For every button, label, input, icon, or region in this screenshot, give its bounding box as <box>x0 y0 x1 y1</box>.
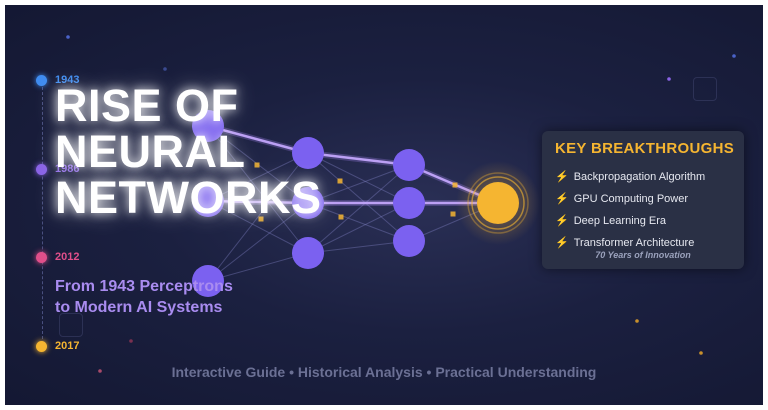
neuron-node-icon <box>192 265 224 297</box>
signal-particles <box>66 35 736 373</box>
timeline-year: 1986 <box>55 163 80 175</box>
neuron-node-icon <box>292 137 324 169</box>
neuron-node-icon <box>192 110 224 142</box>
timeline-year: 1943 <box>55 74 80 86</box>
subtitle-line: to Modern AI Systems <box>55 299 223 316</box>
list-item-label: Backpropagation Algorithm <box>573 171 706 183</box>
network-edge <box>307 240 410 254</box>
network-nodes <box>192 110 540 297</box>
network-edge <box>307 164 410 204</box>
signal-particle <box>254 162 260 168</box>
list-item-label: GPU Computing Power <box>573 193 689 205</box>
network-edge <box>207 252 309 282</box>
title-line: NETWORKS <box>55 172 322 223</box>
neuron-node-icon <box>292 187 324 219</box>
network-edge <box>207 125 309 254</box>
signal-particle <box>452 182 458 188</box>
signal-particle <box>258 216 264 222</box>
bolt-icon: ⚡ <box>555 237 569 249</box>
output-ring <box>467 172 529 234</box>
subtitle: From 1943 Perceptrons to Modern AI Syste… <box>55 276 233 318</box>
list-item: ⚡ Transformer Architecture <box>555 232 705 254</box>
timeline-year: 2017 <box>55 340 80 352</box>
panel-title: KEY BREAKTHROUGHS <box>555 140 735 157</box>
network-edge <box>207 152 309 282</box>
neuron-node-icon <box>393 149 425 181</box>
neuron-node-icon <box>192 185 224 217</box>
signal-particle <box>450 211 456 217</box>
timeline-line <box>42 87 43 349</box>
signal-particle <box>338 214 344 220</box>
background-star <box>129 339 133 343</box>
timeline-item-1986: 1986 <box>36 163 79 175</box>
background-star <box>98 369 102 373</box>
background-star <box>667 77 671 81</box>
bolt-icon: ⚡ <box>555 171 569 183</box>
hero-banner: 1943 1986 2012 2017 RISE OF NEURAL NETWO… <box>5 5 763 405</box>
background-star <box>699 351 703 355</box>
timeline-item-1943: 1943 <box>36 74 79 86</box>
signal-particle <box>337 178 343 184</box>
active-edge <box>307 151 410 167</box>
list-item: ⚡ Deep Learning Era <box>555 210 705 232</box>
neuron-node-icon <box>393 225 425 257</box>
subtitle-line: From 1943 Perceptrons <box>55 278 233 295</box>
bolt-icon: ⚡ <box>555 215 569 227</box>
decorative-square <box>693 77 717 101</box>
title-line: RISE OF <box>55 80 239 131</box>
background-star <box>732 54 736 58</box>
list-item: ⚡ GPU Computing Power <box>555 188 705 210</box>
neural-network-diagram <box>66 35 736 373</box>
timeline-year: 2012 <box>55 251 80 263</box>
network-edge <box>207 202 309 282</box>
decorative-square <box>59 313 83 337</box>
tagline: Interactive Guide • Historical Analysis … <box>171 364 597 380</box>
timeline-dot-icon <box>36 74 47 86</box>
network-edge <box>207 152 309 202</box>
network-edge <box>207 200 309 254</box>
active-edge <box>207 124 309 155</box>
timeline-dot-icon <box>36 163 47 175</box>
list-item: ⚡ Backpropagation Algorithm <box>555 166 705 188</box>
panel-footer: 70 Years of Innovation <box>595 250 691 260</box>
network-edge <box>307 164 410 254</box>
breakthrough-list: ⚡ Backpropagation Algorithm ⚡ GPU Computin… <box>555 166 705 254</box>
background-star <box>66 35 70 39</box>
timeline-dot-icon <box>36 340 47 352</box>
list-item-label: Deep Learning Era <box>573 215 667 227</box>
neuron-node-icon <box>292 237 324 269</box>
title-line: NEURAL <box>55 126 246 177</box>
network-edge <box>307 202 410 242</box>
network-edges <box>207 123 500 282</box>
background-star <box>163 67 167 71</box>
background-star <box>635 319 639 323</box>
network-edge <box>307 152 410 204</box>
key-breakthroughs-panel: KEY BREAKTHROUGHS ⚡ Backpropagation Algor… <box>542 131 744 269</box>
neuron-node-icon <box>393 187 425 219</box>
timeline-dot-icon <box>36 251 47 263</box>
bolt-icon: ⚡ <box>555 193 569 205</box>
active-edge <box>207 199 309 205</box>
timeline-item-2017: 2017 <box>36 340 79 352</box>
list-item-label: Transformer Architecture <box>573 237 695 249</box>
network-edge <box>307 202 410 254</box>
timeline-item-2012: 2012 <box>36 251 79 263</box>
page-title: RISE OF NEURAL NETWORKS <box>55 83 322 221</box>
output-node-icon <box>477 182 519 224</box>
network-edge <box>307 152 410 242</box>
output-ring <box>471 176 525 230</box>
